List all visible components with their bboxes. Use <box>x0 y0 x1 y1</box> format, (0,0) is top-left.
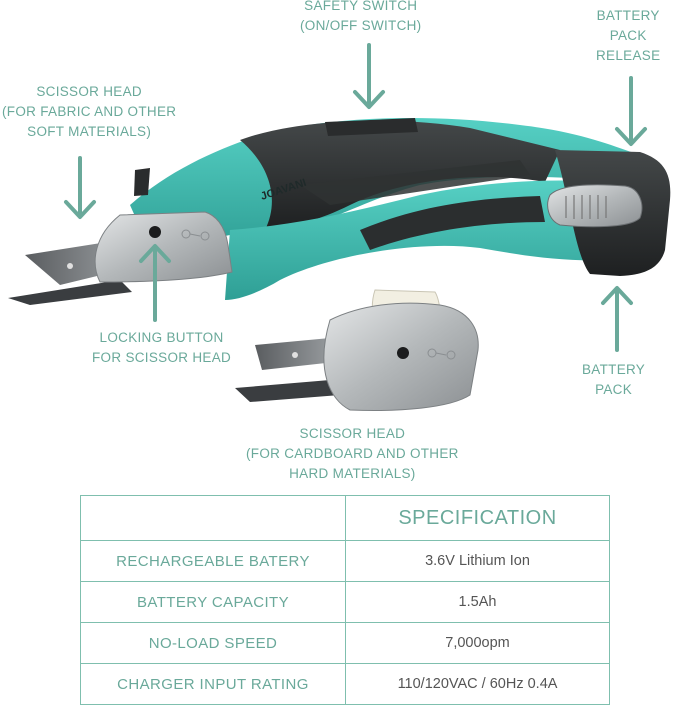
locking-button <box>149 226 161 238</box>
spec-value: 110/120VAC / 60Hz 0.4A <box>345 663 610 705</box>
arrow-safety-switch <box>353 43 385 109</box>
arrow-battery-release <box>615 76 647 146</box>
spec-name: CHARGER INPUT RATING <box>80 663 346 705</box>
electric-scissors-tool: JOAVANI <box>8 117 671 305</box>
safety-switch <box>325 118 418 136</box>
spare-scissor-head <box>235 289 479 411</box>
table-row: CHARGER INPUT RATING 110/120VAC / 60Hz 0… <box>80 663 610 705</box>
spec-value: 7,000opm <box>345 622 610 664</box>
spec-value: 3.6V Lithium Ion <box>345 540 610 582</box>
lower-blade <box>8 280 132 305</box>
label-safety-switch: SAFETY SWITCH(ON/OFF SWITCH) <box>300 0 422 33</box>
spec-value: 1.5Ah <box>345 581 610 623</box>
table-row: RECHARGEABLE BATERY 3.6V Lithium Ion <box>80 540 610 582</box>
product-illustration: JOAVANI <box>8 43 671 411</box>
table-header-row: SPECIFICATION <box>80 495 610 541</box>
arrow-locking-button <box>139 244 171 322</box>
spec-name: RECHARGEABLE BATERY <box>80 540 346 582</box>
scissor-head-soft <box>94 211 233 283</box>
spec-name: NO-LOAD SPEED <box>80 622 346 664</box>
table-header-empty <box>80 495 346 541</box>
specification-table: SPECIFICATION RECHARGEABLE BATERY 3.6V L… <box>80 495 610 705</box>
arrow-battery-pack <box>601 286 633 352</box>
table-header-specification: SPECIFICATION <box>345 495 610 541</box>
table-row: NO-LOAD SPEED 7,000opm <box>80 622 610 664</box>
spec-name: BATTERY CAPACITY <box>80 581 346 623</box>
arrow-scissor-head-soft <box>64 156 96 219</box>
battery-release-button <box>547 184 643 228</box>
table-row: BATTERY CAPACITY 1.5Ah <box>80 581 610 623</box>
